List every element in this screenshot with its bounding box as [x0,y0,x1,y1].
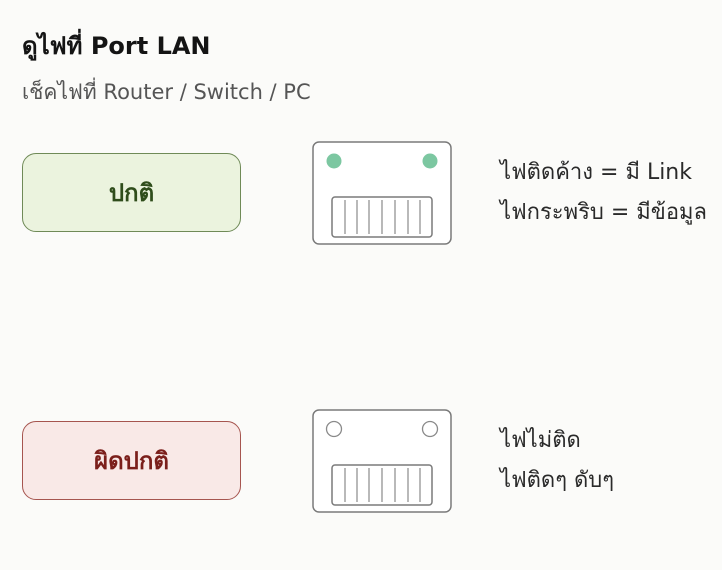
abnormal-description-line-1: ไฟไม่ติด [500,428,581,453]
led-left-normal-icon [326,153,342,169]
led-right-normal-icon [422,153,438,169]
normal-description-line-1: ไฟติดค้าง = มี Link [500,160,692,185]
abnormal-description: ไฟไม่ติด ไฟติดๆ ดับๆ [500,421,614,501]
abnormal-state-label: ผิดปกติ [94,447,169,475]
normal-description-line-2: ไฟกระพริบ = มีข้อมูล [500,200,708,225]
normal-state-box: ปกติ [22,153,241,232]
ethernet-port-normal-icon [312,141,452,245]
page-title: ดูไฟที่ Port LAN [22,32,211,60]
led-left-abnormal-icon [325,420,343,438]
page-subtitle: เช็คไฟที่ Router / Switch / PC [22,80,311,104]
led-right-abnormal-icon [421,420,439,438]
abnormal-description-line-2: ไฟติดๆ ดับๆ [500,468,615,493]
ethernet-port-abnormal-icon [312,409,452,513]
normal-description: ไฟติดค้าง = มี Link ไฟกระพริบ = มีข้อมูล [500,153,707,233]
abnormal-state-box: ผิดปกติ [22,421,241,500]
normal-state-label: ปกติ [108,179,155,207]
